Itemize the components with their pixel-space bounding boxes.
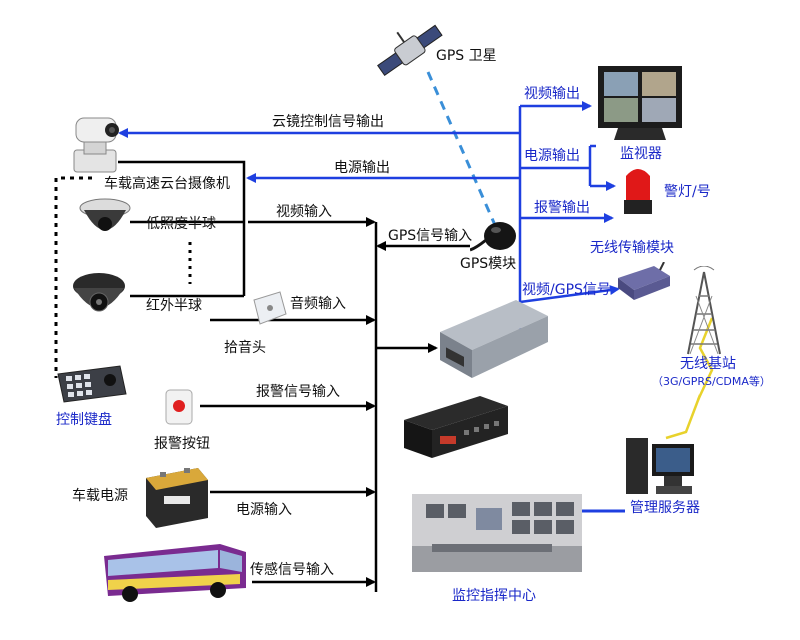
satellite-icon (376, 22, 446, 82)
power-input-label: 电源输入 (236, 502, 292, 518)
gps-antenna-icon[interactable] (469, 214, 518, 258)
ptz-signal-output-label: 云镜控制信号输出 (272, 114, 384, 130)
base-station-sub-label: （3G/GPRS/CDMA等） (652, 375, 771, 388)
control-center-label: 监控指挥中心 (452, 588, 536, 604)
infrared-dome-label: 红外半球 (146, 298, 202, 314)
video-output-label: 视频输出 (524, 86, 580, 102)
sensor-signal-input-label: 传感信号输入 (250, 562, 334, 578)
gps-module-label: GPS模块 (460, 256, 517, 272)
mgmt-server-label: 管理服务器 (630, 500, 700, 516)
battery-icon[interactable] (144, 466, 210, 530)
infrared-dome-camera-icon[interactable] (70, 268, 128, 324)
server-computer-icon[interactable] (624, 434, 696, 498)
audio-input-label: 音频输入 (290, 296, 346, 312)
bus-icon (100, 538, 250, 604)
ptz-camera-label: 车载高速云台摄像机 (104, 176, 230, 192)
warning-light-label: 警灯/号 (664, 184, 711, 200)
gps-dashed-link (426, 71, 500, 233)
vehicle-power-label: 车载电源 (72, 488, 128, 504)
control-room-icon (412, 494, 582, 572)
power-output-left-label: 电源输出 (334, 160, 390, 176)
gps-signal-input-label: GPS信号输入 (388, 228, 473, 244)
wireless-modem-icon[interactable] (616, 261, 672, 302)
cell-tower-icon (682, 265, 726, 356)
control-keyboard-label: 控制键盘 (56, 412, 112, 428)
power-output-right-label: 电源输出 (524, 148, 580, 164)
pickup-label: 拾音头 (224, 340, 266, 356)
monitor-icon[interactable] (596, 64, 684, 142)
dome-camera-icon[interactable] (78, 194, 132, 244)
keyboard-icon[interactable] (54, 360, 128, 404)
dvr-unit-icon (404, 394, 510, 460)
video-gps-signal-label: 视频/GPS信号 (522, 282, 611, 298)
alarm-signal-input-label: 报警信号输入 (256, 384, 340, 400)
video-input-label: 视频输入 (276, 204, 332, 220)
monitor-label: 监视器 (620, 146, 662, 162)
alarm-button-icon[interactable] (164, 388, 194, 426)
low-light-dome-label: 低照度半球 (146, 216, 216, 232)
alarm-output-label: 报警输出 (534, 200, 590, 216)
satellite-label: GPS 卫星 (436, 48, 497, 64)
warning-light-icon[interactable] (620, 166, 656, 216)
alarm-button-label: 报警按钮 (154, 436, 210, 452)
base-station-label: 无线基站 (680, 356, 736, 372)
mobile-dvr-icon[interactable] (436, 298, 550, 380)
ptz-camera-icon[interactable] (68, 110, 122, 174)
microphone-icon[interactable] (250, 290, 288, 326)
wireless-module-label: 无线传输模块 (590, 240, 674, 256)
